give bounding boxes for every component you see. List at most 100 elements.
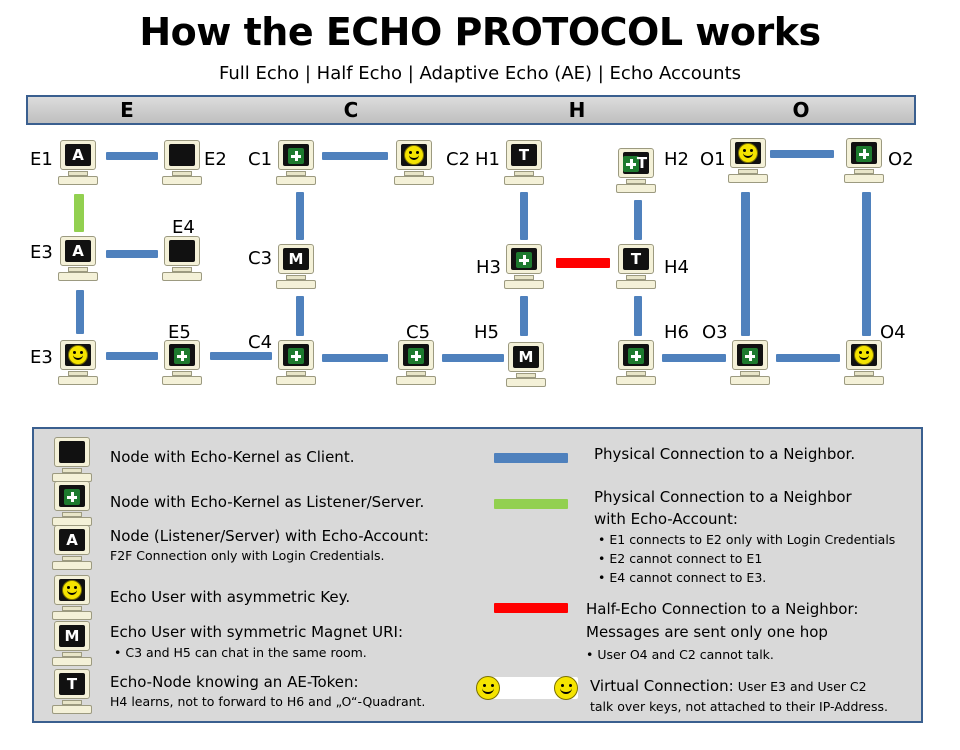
account-glyph: A	[72, 146, 84, 164]
node-o4	[844, 340, 884, 386]
magnet-glyph: M	[518, 348, 534, 366]
legend-virtual-rest: User E3 and User C2	[733, 679, 867, 694]
legend-virtual-smiley-right-icon	[554, 676, 578, 700]
label-c1: C1	[248, 149, 273, 170]
legend-account-line	[494, 499, 568, 509]
legend-half-echo-text-2: Messages are sent only one hop	[586, 623, 828, 641]
node-h6	[616, 340, 656, 386]
label-h2: H2	[664, 149, 689, 170]
account-glyph: A	[66, 531, 78, 549]
quadrant-label-h: H	[568, 98, 586, 122]
label-e1: E1	[30, 149, 53, 170]
legend-physical-text: Physical Connection to a Neighbor.	[594, 445, 856, 463]
connection-c3-c4	[296, 296, 304, 336]
node-e3-account: A	[58, 236, 98, 282]
node-c1	[276, 140, 316, 186]
token-glyph: T	[630, 250, 642, 268]
node-e4	[162, 236, 202, 282]
legend-client-icon	[52, 437, 92, 483]
node-h1: T	[504, 140, 544, 186]
connection-e3-e3	[76, 290, 84, 334]
legend-physical-account-text-2: with Echo-Account:	[594, 510, 738, 528]
connection-e1-e2	[106, 152, 158, 160]
quadrant-header-bar	[26, 95, 916, 125]
node-c4	[276, 340, 316, 386]
node-h3	[504, 244, 544, 290]
label-e2: E2	[204, 149, 227, 170]
label-c2: C2	[446, 149, 471, 170]
connection-o1-o3	[741, 192, 750, 336]
connection-c1-c3	[296, 192, 304, 240]
legend-half-echo-line	[494, 603, 568, 613]
plus-icon	[623, 156, 639, 172]
legend-key-user-text: Echo User with asymmetric Key.	[110, 588, 351, 606]
node-c5	[396, 340, 436, 386]
label-o2: O2	[888, 149, 914, 170]
legend-account-text: Node (Listener/Server) with Echo-Account…	[110, 527, 429, 545]
legend-account-icon: A	[52, 525, 92, 571]
label-o3: O3	[702, 322, 728, 343]
connection-c4-c5	[322, 354, 388, 362]
label-c4: C4	[248, 332, 273, 353]
legend-token-subtext: H4 learns, not to forward to H6 and „O“-…	[110, 694, 426, 709]
legend-magnet-text: Echo User with symmetric Magnet URI:	[110, 623, 404, 641]
label-e4: E4	[172, 217, 195, 238]
connection-h1-h3	[520, 192, 528, 240]
legend-virtual-title: Virtual Connection:	[590, 677, 734, 695]
connection-h6-o3	[662, 354, 726, 362]
plus-icon	[288, 348, 304, 364]
label-h3: H3	[476, 257, 501, 278]
page-title: How the ECHO PROTOCOL works	[139, 10, 821, 54]
node-e2	[162, 140, 202, 186]
legend-client-text: Node with Echo-Kernel as Client.	[110, 448, 355, 466]
plus-icon	[64, 489, 80, 505]
node-h5: M	[506, 342, 546, 388]
label-h1: H1	[475, 149, 500, 170]
connection-c1-c2	[322, 152, 388, 160]
smiley-icon	[854, 345, 874, 365]
smiley-icon	[738, 143, 758, 163]
label-o4: O4	[880, 322, 906, 343]
legend-token-text: Echo-Node knowing an AE-Token:	[110, 673, 359, 691]
plus-icon	[742, 348, 758, 364]
connection-o1-o2	[770, 150, 834, 158]
quadrant-label-c: C	[343, 98, 359, 122]
plus-icon	[288, 148, 304, 164]
legend-server-text: Node with Echo-Kernel as Listener/Server…	[110, 493, 425, 511]
connection-o3-o4	[776, 354, 840, 362]
node-e5	[162, 340, 202, 386]
legend-server-icon	[52, 481, 92, 527]
connection-h4-h6	[634, 296, 642, 336]
connection-o2-o4	[862, 192, 871, 336]
plus-icon	[628, 348, 644, 364]
plus-icon	[408, 348, 424, 364]
legend-half-echo-text: Half-Echo Connection to a Neighbor:	[586, 600, 859, 618]
node-o2	[844, 138, 884, 184]
token-glyph: T	[636, 154, 648, 172]
legend-magnet-subtext: C3 and H5 can chat in the same room.	[114, 643, 366, 662]
account-glyph: A	[72, 242, 84, 260]
plus-icon	[174, 348, 190, 364]
legend-virtual-text: Virtual Connection: User E3 and User C2	[590, 677, 867, 696]
label-e3-account: E3	[30, 242, 53, 263]
quadrant-label-o: O	[792, 98, 810, 122]
magnet-glyph: M	[288, 250, 304, 268]
connection-e5-c4	[210, 352, 272, 360]
legend-key-user-icon	[52, 575, 92, 621]
plus-icon	[856, 146, 872, 162]
page-subtitle: Full Echo | Half Echo | Adaptive Echo (A…	[218, 63, 742, 84]
label-h4: H4	[664, 257, 689, 278]
node-e3-key-user	[58, 340, 98, 386]
legend-account-subtext: F2F Connection only with Login Credentia…	[110, 548, 385, 563]
legend-account-item-1: E1 connects to E2 only with Login Creden…	[598, 530, 895, 549]
node-e1: A	[58, 140, 98, 186]
connection-e3-e4	[106, 250, 158, 258]
label-e5: E5	[168, 322, 191, 343]
legend-virtual-smiley-left-icon	[476, 676, 500, 700]
legend-token-icon: T	[52, 669, 92, 715]
smiley-icon	[62, 580, 82, 600]
token-glyph: T	[66, 675, 78, 693]
node-o1	[728, 138, 768, 184]
label-h5: H5	[474, 322, 499, 343]
legend-physical-account-text: Physical Connection to a Neighbor	[594, 488, 852, 506]
